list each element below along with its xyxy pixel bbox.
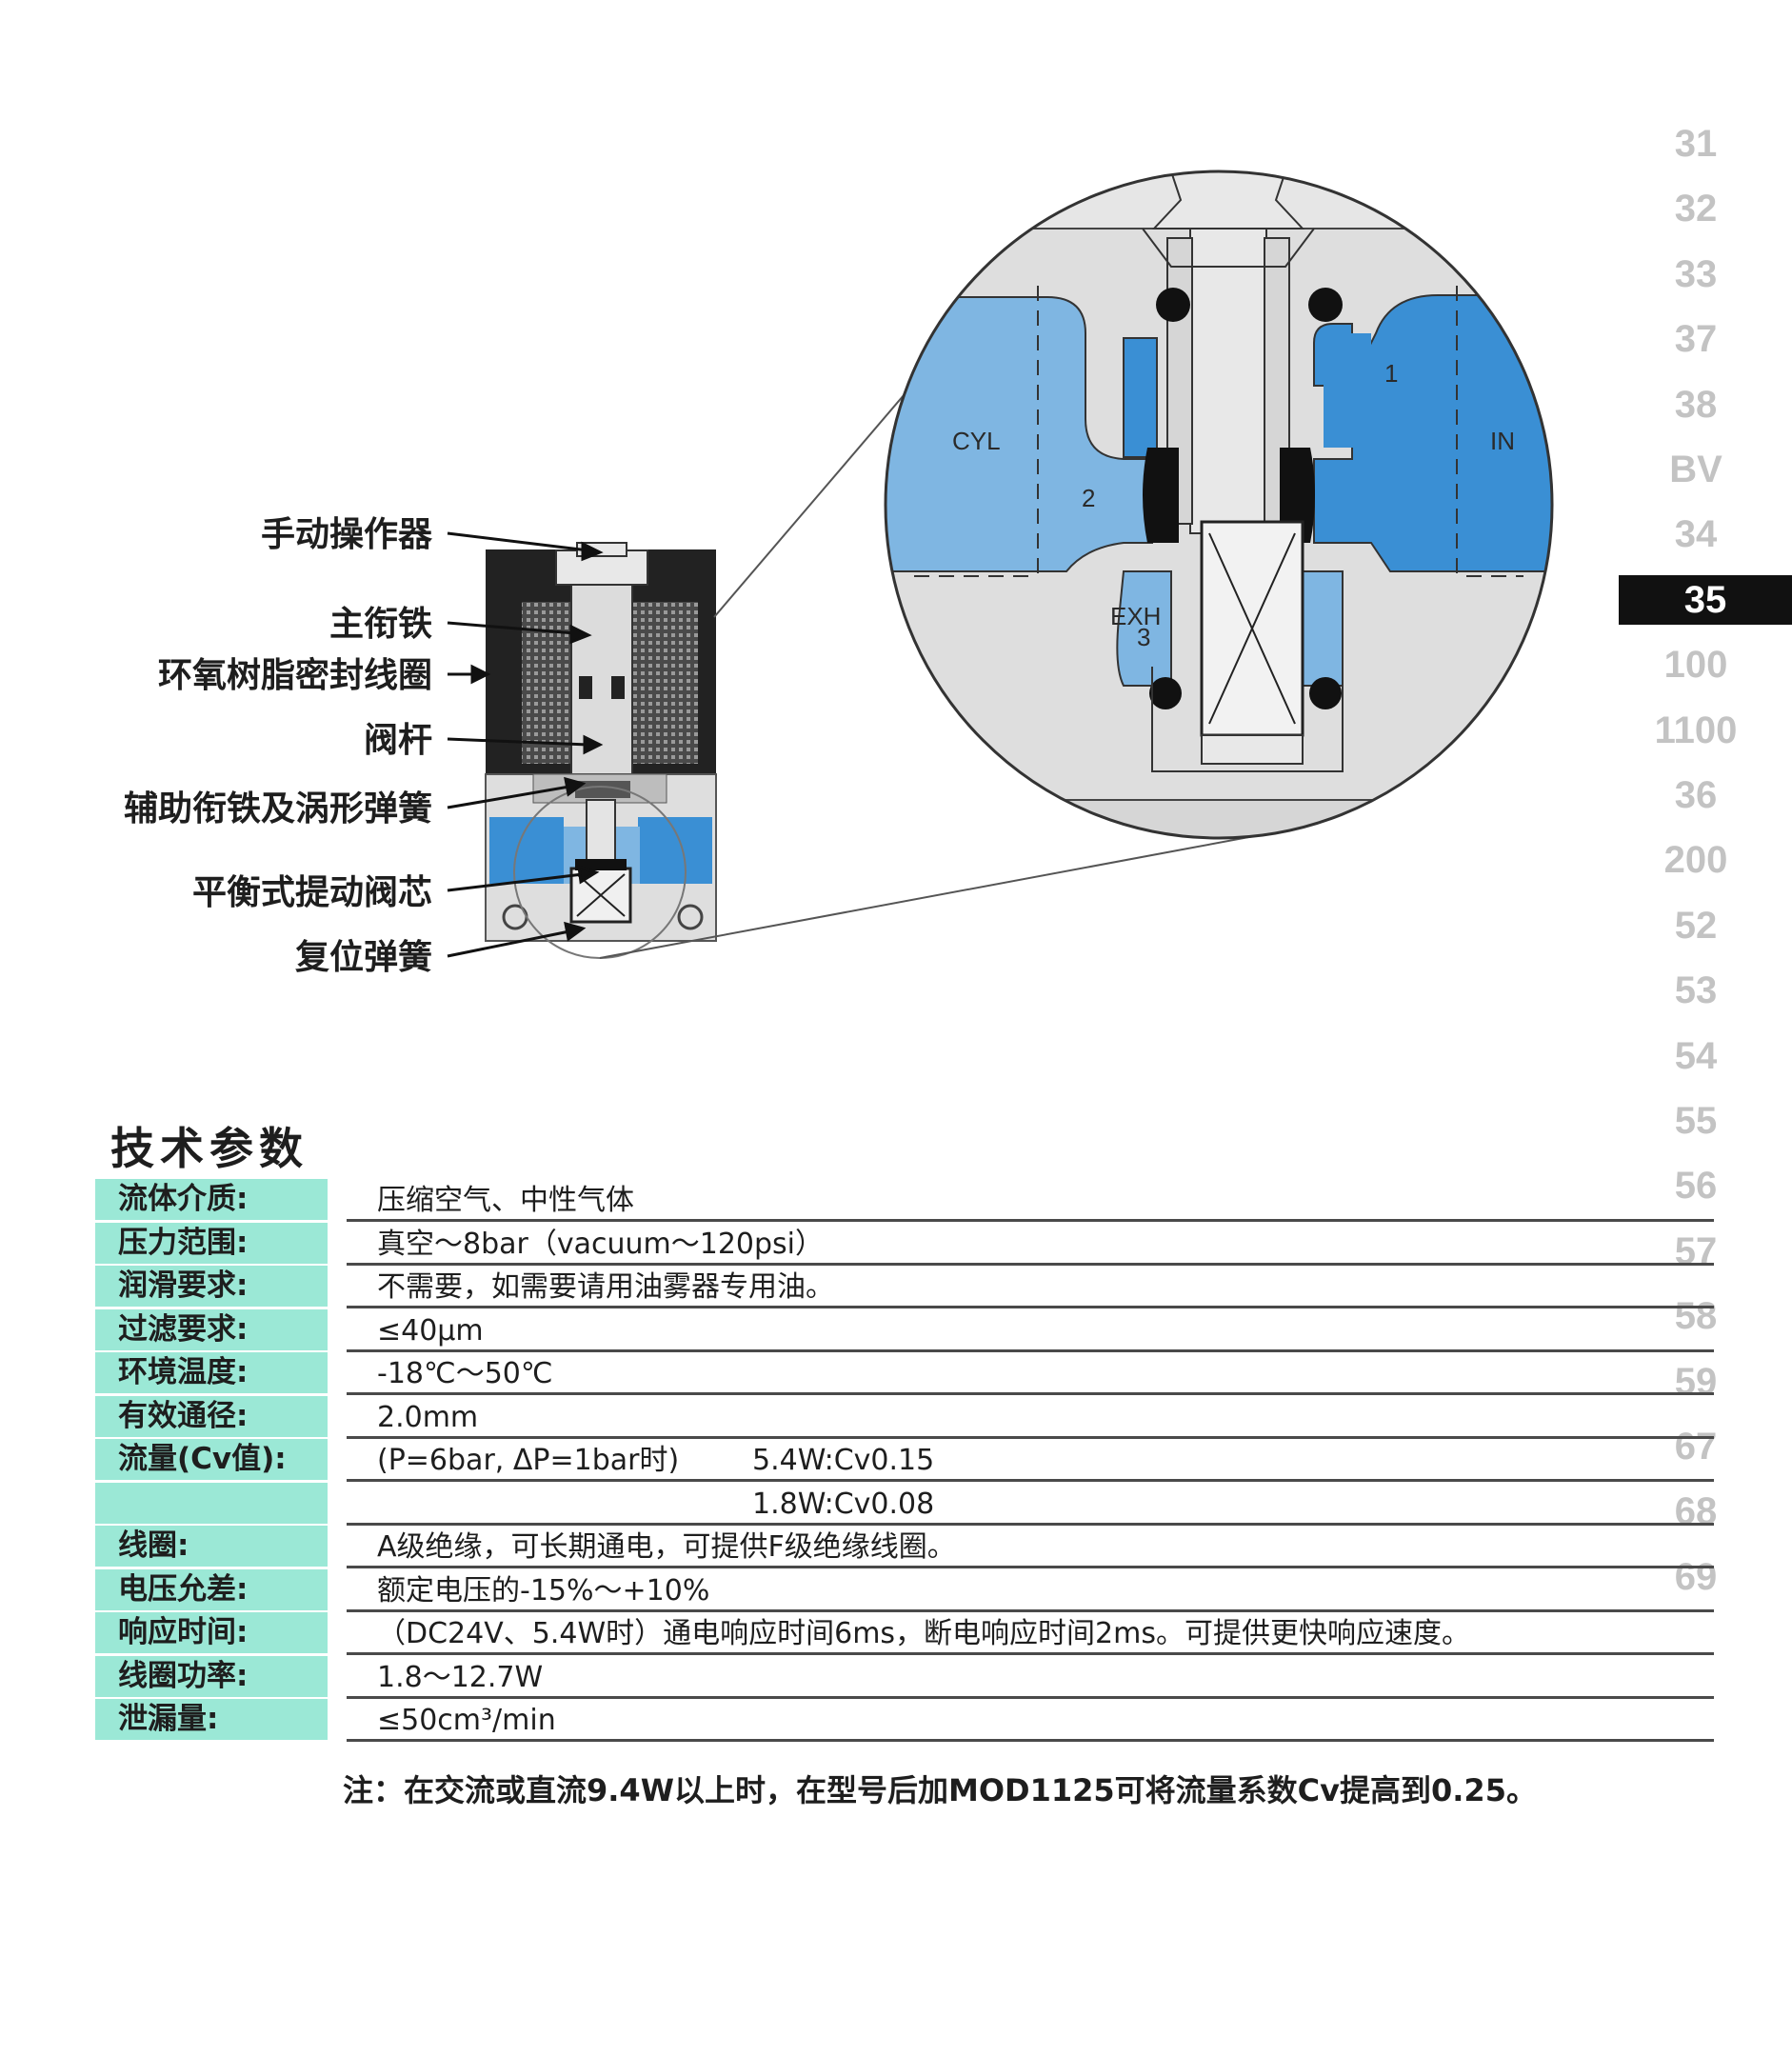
spec-row-divider <box>347 1652 1714 1655</box>
spec-value: 压缩空气、中性气体 <box>377 1184 634 1217</box>
port-label-cyl: CYL <box>952 427 1001 455</box>
spec-value: A级绝缘，可长期通电，可提供F级绝缘线圈。 <box>377 1530 956 1564</box>
spec-label: 压力范围: <box>95 1222 328 1264</box>
spec-value-secondary: 5.4W:Cv0.15 <box>752 1444 935 1477</box>
spec-label: 线圈功率: <box>95 1655 328 1697</box>
label-poppet: 平衡式提动阀芯 <box>191 873 432 912</box>
spec-row: 环境温度: -18℃～50℃ <box>95 1352 1714 1395</box>
spec-row-divider <box>347 1739 1714 1742</box>
spec-value-secondary: 1.8W:Cv0.08 <box>752 1487 935 1521</box>
index-item-32[interactable]: 32 <box>1674 188 1718 230</box>
spec-label: 响应时间: <box>95 1612 328 1653</box>
spec-row-divider <box>347 1435 1714 1439</box>
spec-label: 流体介质: <box>95 1179 328 1220</box>
index-item-100[interactable]: 100 <box>1663 644 1728 687</box>
spec-row: 流量(Cv值): (P=6bar, ΔP=1bar时) 5.4W:Cv0.15 <box>95 1439 1714 1482</box>
index-item-33[interactable]: 33 <box>1674 252 1718 295</box>
spec-note: 注：在交流或直流9.4W以上时，在型号后加MOD1125可将流量系数Cv提高到0… <box>343 1772 1537 1808</box>
coil-winding-right <box>624 602 698 764</box>
spec-row-divider <box>347 1566 1714 1568</box>
spec-row-divider <box>347 1608 1714 1612</box>
spec-value: 不需要，如需要请用油雾器专用油。 <box>377 1270 834 1304</box>
index-item-55[interactable]: 55 <box>1674 1100 1718 1142</box>
spec-row: 过滤要求: ≤40μm <box>95 1308 1714 1352</box>
index-item-67[interactable]: 67 <box>1674 1426 1718 1468</box>
index-item-52[interactable]: 52 <box>1674 904 1718 947</box>
index-item-37[interactable]: 37 <box>1674 318 1718 361</box>
label-aux-armature: 辅助衔铁及涡形弹簧 <box>123 789 432 829</box>
spec-row-divider <box>347 1348 1714 1352</box>
port-label-3: 3 <box>1137 623 1151 651</box>
spec-title: 技术参数 <box>110 1123 309 1174</box>
spec-row-divider <box>347 1306 1714 1308</box>
spec-row-divider <box>347 1479 1714 1482</box>
spec-label: 润滑要求: <box>95 1266 328 1307</box>
valve-diagram <box>447 170 1554 959</box>
label-epoxy-coil: 环氧树脂密封线圈 <box>157 656 432 695</box>
index-item-58[interactable]: 58 <box>1674 1295 1718 1338</box>
index-item-59[interactable]: 59 <box>1674 1360 1718 1403</box>
spec-value: 1.8～12.7W <box>377 1660 544 1694</box>
index-item-56[interactable]: 56 <box>1674 1165 1718 1208</box>
index-item-53[interactable]: 53 <box>1674 969 1718 1012</box>
spec-row: 压力范围: 真空～8bar（vacuum～120psi） <box>95 1222 1714 1266</box>
spec-row: 润滑要求: 不需要，如需要请用油雾器专用油。 <box>95 1266 1714 1308</box>
spec-value: 额定电压的-15%～+10% <box>377 1573 710 1608</box>
index-item-38[interactable]: 38 <box>1674 383 1718 426</box>
spec-row-divider <box>347 1262 1714 1266</box>
spec-row: 泄漏量: ≤50cm³/min <box>95 1699 1714 1742</box>
spec-value: 真空～8bar（vacuum～120psi） <box>377 1227 824 1261</box>
spec-label: 过滤要求: <box>95 1308 328 1350</box>
spec-row-divider <box>347 1695 1714 1699</box>
index-item-1100[interactable]: 1100 <box>1654 709 1738 751</box>
spec-label: 线圈: <box>95 1526 328 1567</box>
port-label-2: 2 <box>1082 484 1096 512</box>
spec-row-divider <box>347 1219 1714 1222</box>
label-manual-operator: 手动操作器 <box>260 515 432 554</box>
spec-value: 2.0mm <box>377 1400 479 1434</box>
spec-label: 环境温度: <box>95 1352 328 1393</box>
callout-arrows <box>447 531 604 958</box>
index-item-200[interactable]: 200 <box>1663 839 1728 882</box>
spec-row-divider <box>347 1392 1714 1395</box>
spec-value: -18℃～50℃ <box>377 1357 553 1390</box>
spec-row: 流体介质: 压缩空气、中性气体 <box>95 1179 1714 1222</box>
index-item-54[interactable]: 54 <box>1674 1034 1718 1077</box>
index-item-68[interactable]: 68 <box>1674 1490 1718 1533</box>
spec-label: 有效通径: <box>95 1395 328 1437</box>
spec-row: 有效通径: 2.0mm <box>95 1395 1714 1439</box>
valve-cross-section <box>485 542 717 959</box>
label-main-armature: 主衔铁 <box>329 605 432 644</box>
spec-value: ≤50cm³/min <box>377 1704 556 1737</box>
index-item-57[interactable]: 57 <box>1674 1229 1718 1272</box>
spec-label: 泄漏量: <box>95 1699 328 1740</box>
spec-row: 线圈功率: 1.8～12.7W <box>95 1655 1714 1699</box>
label-valve-stem: 阀杆 <box>363 721 432 760</box>
spec-label: 电压允差: <box>95 1568 328 1610</box>
port-label-in: IN <box>1490 427 1515 455</box>
index-item-69[interactable]: 69 <box>1674 1555 1718 1598</box>
index-item-35[interactable]: 35 <box>1619 574 1792 625</box>
index-item-BV[interactable]: BV <box>1669 449 1722 490</box>
spec-row: 1.8W:Cv0.08 <box>95 1482 1714 1526</box>
spec-value: （DC24V、5.4W时）通电响应时间6ms，断电响应时间2ms。可提供更快响应… <box>377 1617 1470 1650</box>
spec-row: 响应时间: （DC24V、5.4W时）通电响应时间6ms，断电响应时间2ms。可提… <box>95 1612 1714 1655</box>
spec-label <box>95 1482 328 1524</box>
index-item-34[interactable]: 34 <box>1674 513 1718 556</box>
port-label-1: 1 <box>1384 359 1399 388</box>
index-item-36[interactable]: 36 <box>1674 774 1718 816</box>
spec-row: 线圈: A级绝缘，可长期通电，可提供F级绝缘线圈。 <box>95 1526 1714 1568</box>
spec-value: ≤40μm <box>377 1313 484 1348</box>
spec-value: (P=6bar, ΔP=1bar时) <box>377 1444 680 1477</box>
index-item-31[interactable]: 31 <box>1674 123 1718 165</box>
spec-row-divider <box>347 1522 1714 1526</box>
zoom-detail <box>886 171 1552 838</box>
spec-label: 流量(Cv值): <box>95 1439 328 1480</box>
spec-row: 电压允差: 额定电压的-15%～+10% <box>95 1568 1714 1612</box>
port-label-exh: EXH <box>1110 602 1162 630</box>
label-return-spring: 复位弹簧 <box>294 938 432 977</box>
